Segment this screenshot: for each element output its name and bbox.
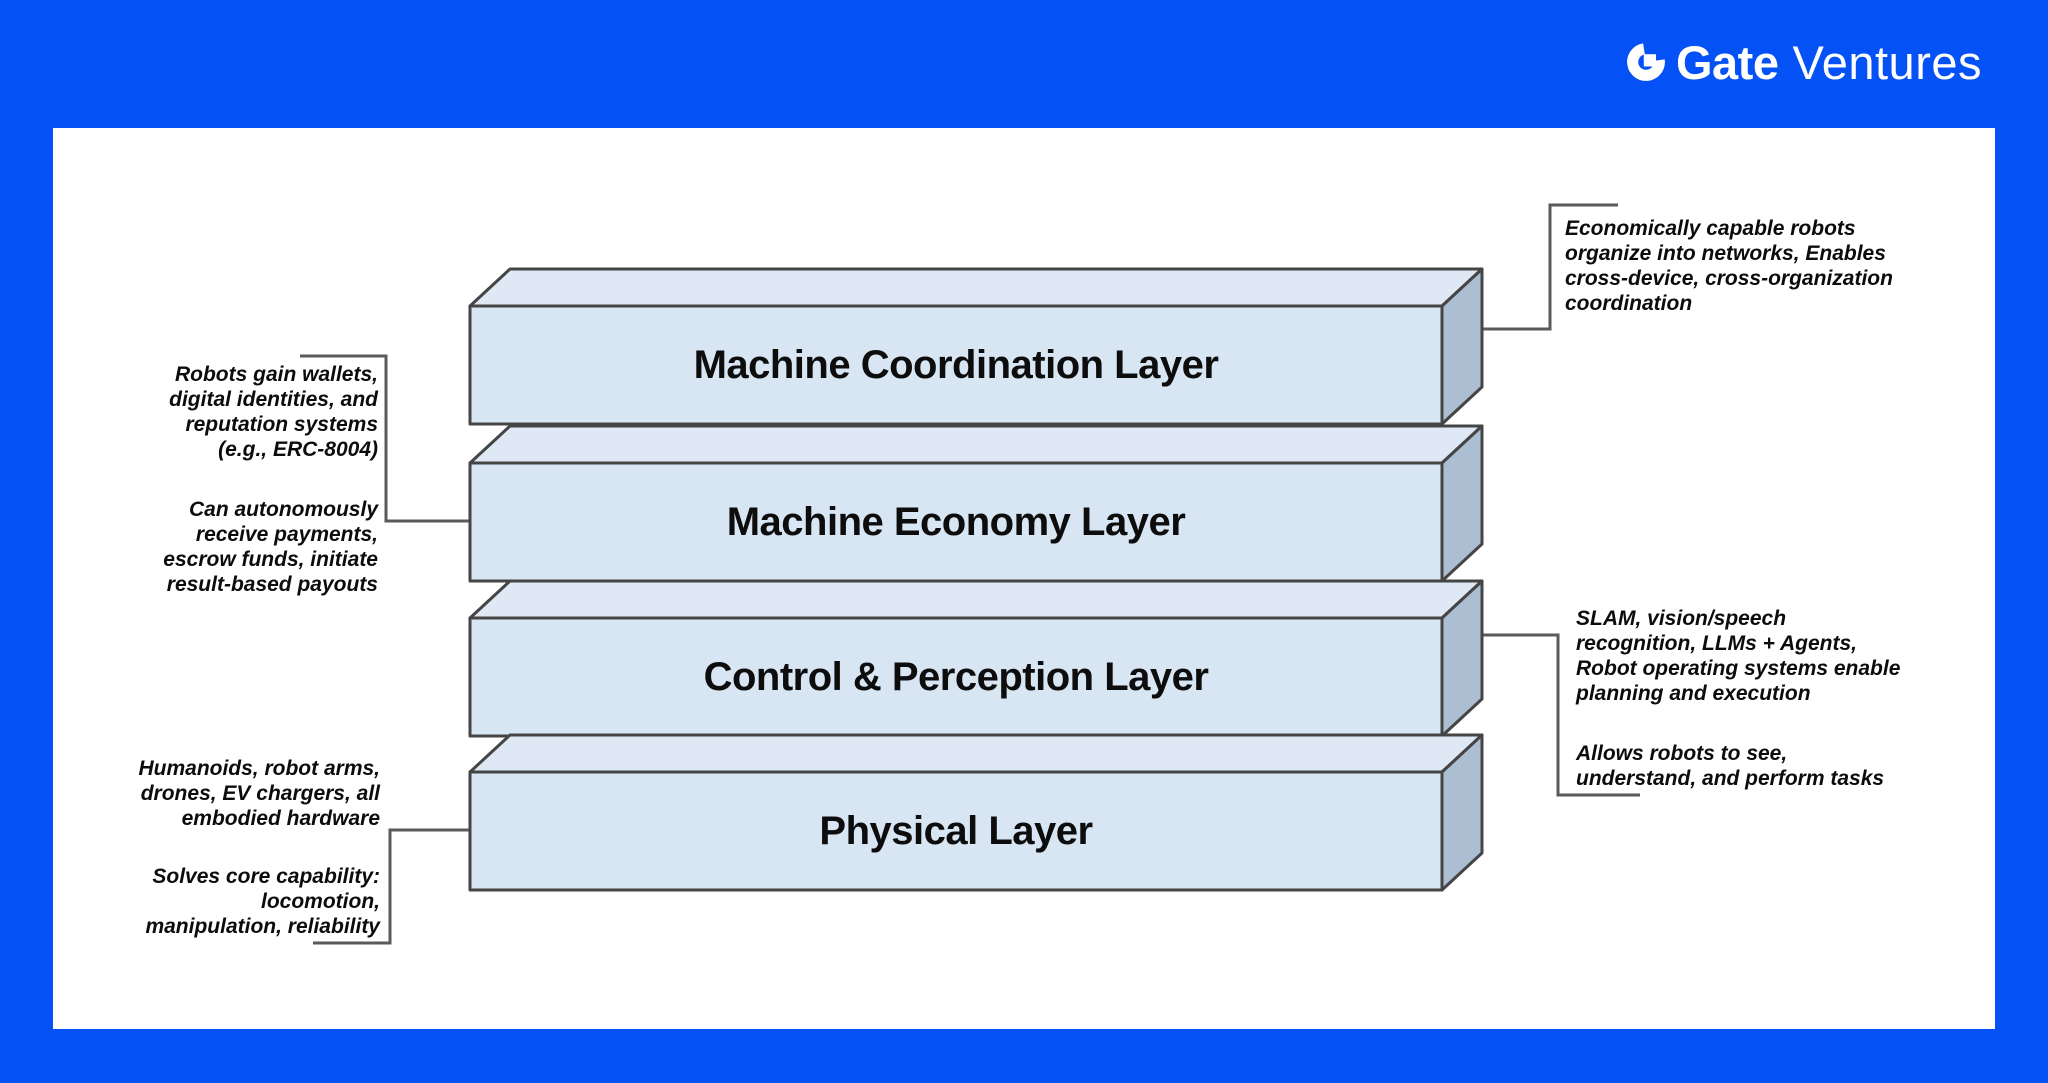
layer-label-physical: Physical Layer — [819, 808, 1093, 853]
annotation-paragraph: Allows robots to see, understand, and pe… — [1576, 742, 1885, 790]
annotation-paragraph: Economically capable robots organize int… — [1565, 217, 1893, 315]
annotation-paragraph: Solves core capability: locomotion, mani… — [145, 865, 380, 938]
annotation-machine-coordination: Economically capable robots organize int… — [1565, 216, 2005, 316]
gate-logo-icon — [1627, 43, 1665, 81]
annotation-paragraph: SLAM, vision/speech recognition, LLMs + … — [1576, 607, 1901, 705]
layer-label-machine-economy: Machine Economy Layer — [726, 499, 1186, 544]
layer-label-machine-coordination: Machine Coordination Layer — [693, 342, 1219, 387]
logo-text-gate: Gate — [1675, 35, 1779, 89]
annotation-paragraph: Robots gain wallets, digital identities,… — [169, 363, 378, 461]
annotation-paragraph: Can autonomously receive payments, escro… — [163, 498, 378, 596]
logo-text-ventures: Ventures — [1792, 35, 1982, 89]
annotation-control-perception: SLAM, vision/speech recognition, LLMs + … — [1576, 606, 2026, 791]
annotation-paragraph: Humanoids, robot arms, drones, EV charge… — [138, 757, 380, 830]
layer-label-control-perception: Control & Perception Layer — [703, 654, 1209, 699]
gate-logo-square — [1643, 54, 1656, 67]
annotation-physical: Humanoids, robot arms, drones, EV charge… — [72, 756, 380, 939]
gate-ventures-logo: Gate Ventures — [1626, 32, 1982, 92]
annotation-machine-economy: Robots gain wallets, digital identities,… — [70, 362, 378, 597]
